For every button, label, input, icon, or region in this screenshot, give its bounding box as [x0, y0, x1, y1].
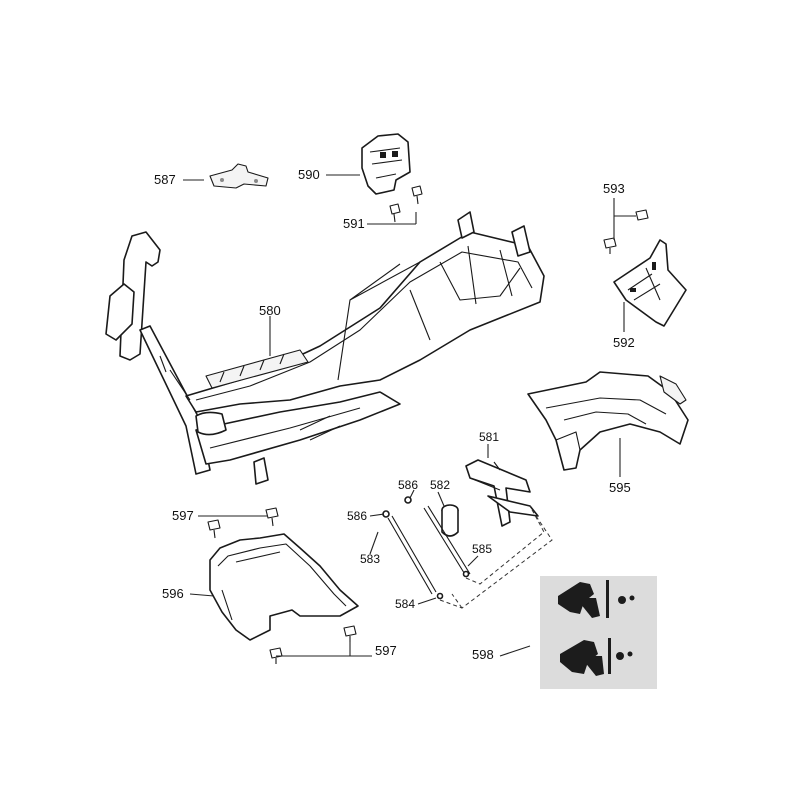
part-590-mount-bracket [361, 133, 411, 195]
part-597-screws [207, 507, 357, 664]
label-582: 582 [430, 478, 451, 492]
part-582-bushing [441, 504, 459, 537]
label-591: 591 [343, 216, 365, 231]
label-592: 592 [613, 335, 635, 350]
assembly-dashed-lines [439, 505, 553, 609]
label-586-top: 586 [398, 478, 419, 492]
part-580-main-frame [105, 211, 545, 485]
label-585: 585 [472, 542, 493, 556]
part-581-stand-bracket [465, 459, 539, 527]
leader-lines [183, 174, 634, 657]
part-598-photo-inset [540, 576, 657, 689]
label-597-top: 597 [172, 508, 194, 523]
label-581: 581 [479, 430, 500, 444]
label-598: 598 [472, 647, 494, 662]
label-593: 593 [603, 181, 625, 196]
label-595: 595 [609, 480, 631, 495]
part-596-floor-panel [209, 533, 359, 641]
label-590: 590 [298, 167, 320, 182]
part-591-bolts [389, 185, 423, 223]
footrest-pegs-image [558, 580, 635, 676]
label-596: 596 [162, 586, 184, 601]
label-587: 587 [154, 172, 176, 187]
part-592-side-bracket [613, 239, 687, 327]
part-595-rear-bracket [527, 371, 689, 471]
label-583: 583 [360, 552, 381, 566]
part-587-bracket [209, 163, 269, 189]
part-583-rods [382, 496, 471, 600]
label-584: 584 [395, 597, 416, 611]
label-580: 580 [259, 303, 281, 318]
label-586-side: 586 [347, 509, 368, 523]
label-597-bottom: 597 [375, 643, 397, 658]
part-593-bolts [603, 209, 649, 254]
